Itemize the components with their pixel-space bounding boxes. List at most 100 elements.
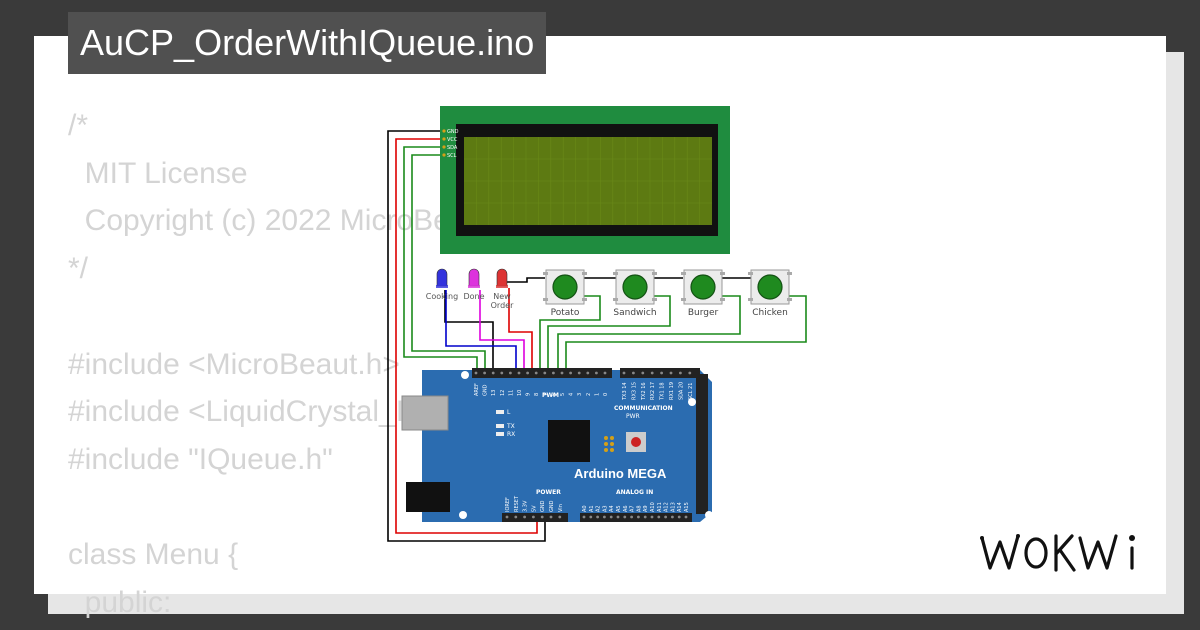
lcd-pin-label: SDA — [447, 145, 458, 151]
pin-label: IOREF — [505, 497, 511, 512]
led-label: Cooking — [426, 292, 458, 301]
led-label: New — [493, 292, 511, 301]
board-name: Arduino MEGA — [574, 466, 667, 481]
button-group: Potato Sandwich Burger Chicken — [543, 269, 792, 318]
pin-label: A12 — [664, 502, 670, 512]
pin-label: RX2 17 — [650, 382, 656, 400]
led-l-label: L — [507, 409, 511, 416]
pin-label: 13 — [491, 390, 497, 396]
button-label: Sandwich — [613, 308, 656, 318]
icsp-header — [604, 436, 614, 452]
wire-led-done — [479, 290, 525, 374]
lcd-pin-label: GND — [447, 129, 459, 135]
pin-label: 3 — [577, 393, 583, 396]
analog-label: ANALOG IN — [616, 489, 653, 496]
power-label: POWER — [536, 489, 561, 496]
lcd-pin-gnd — [442, 129, 446, 133]
pushbutton-sandwich[interactable]: Sandwich — [613, 269, 657, 318]
lcd-pin-sda — [442, 145, 446, 149]
wokwi-logo — [980, 534, 1135, 572]
pushbutton-chicken[interactable]: Chicken — [748, 269, 792, 318]
mcu-chip — [548, 420, 590, 462]
pin-label: 1 — [594, 393, 600, 396]
pin-label: A9 — [643, 505, 649, 512]
pushbutton-potato[interactable]: Potato — [543, 269, 587, 318]
pin-label: 7 — [543, 393, 549, 396]
pin-label: 6 — [551, 393, 557, 396]
pin-label: 11 — [508, 390, 514, 396]
pin-label: A0 — [582, 505, 588, 512]
power-header — [502, 513, 568, 522]
pin-label: 10 — [517, 390, 523, 396]
pin-label: A7 — [630, 505, 636, 512]
pin-label: SCL 21 — [688, 383, 694, 400]
button-label: Burger — [688, 308, 719, 318]
pwr-label: PWR — [626, 413, 640, 420]
lcd-pin-vcc — [442, 137, 446, 141]
led-cooking: Cooking — [426, 268, 458, 301]
pin-label: 2 — [586, 393, 592, 396]
tx-label: TX — [506, 423, 515, 430]
wire-lcd-sda — [403, 146, 478, 374]
pin-label: A6 — [623, 505, 629, 512]
pin-label: A10 — [650, 502, 656, 512]
pin-label: SDA 20 — [678, 382, 684, 400]
lcd-grid — [464, 137, 712, 225]
pin-label: 3.3V — [523, 500, 529, 512]
usb-port — [401, 395, 449, 431]
led-label-2: Order — [491, 301, 514, 310]
wire-btn-potato — [539, 295, 601, 374]
pin-label: A4 — [609, 505, 615, 512]
wires — [387, 130, 807, 542]
pin-label: A14 — [677, 502, 683, 512]
comm-header — [620, 368, 700, 378]
arduino-mega-board: Arduino MEGA PWM COMMUNICATION POWER ANA… — [401, 368, 713, 522]
button-label: Potato — [551, 308, 580, 318]
wire-button-gnd — [502, 277, 545, 283]
side-header — [696, 374, 708, 514]
pin-label: TX2 16 — [641, 382, 647, 401]
pwm-label: PWM — [542, 392, 559, 399]
led-done: Done — [463, 268, 485, 301]
rx-label: RX — [507, 431, 515, 438]
pin-label: TX1 18 — [660, 382, 666, 401]
wire-led-cooking — [445, 290, 517, 374]
pin-label: 12 — [500, 390, 506, 396]
pin-label: 5V — [531, 505, 537, 512]
lcd-pin-label: VCC — [447, 137, 458, 143]
pin-label: RX1 19 — [669, 382, 675, 400]
wire-btn-sandwich — [547, 295, 671, 374]
pin-label: RESET — [514, 495, 520, 512]
wire-btn-chicken — [565, 295, 807, 374]
pin-label: 9 — [526, 393, 532, 396]
power-jack — [406, 482, 450, 512]
pin-label: A8 — [636, 505, 642, 512]
pin-label: A2 — [596, 505, 602, 512]
wire-btn-burger — [557, 295, 741, 374]
pin-label: A15 — [684, 502, 690, 512]
wire-led-new — [508, 288, 533, 374]
pushbutton-burger[interactable]: Burger — [681, 269, 725, 318]
page-title: AuCP_OrderWithIQueue.ino — [68, 12, 547, 74]
pin-label: A1 — [589, 505, 595, 512]
wire-lcd-vcc — [395, 138, 538, 534]
pin-label: 5 — [560, 393, 566, 396]
wire-lcd-gnd — [387, 130, 546, 542]
led-label: Done — [463, 292, 484, 301]
pin-label: GND — [540, 500, 546, 512]
pin-label: A11 — [657, 502, 663, 512]
wire-gnd-leds — [444, 290, 494, 374]
pin-label: RX3 15 — [631, 382, 637, 400]
pin-label: GND — [549, 500, 555, 512]
pin-label: 8 — [534, 393, 540, 396]
pin-label: A3 — [602, 505, 608, 512]
pin-label: GND — [483, 384, 489, 396]
lcd-pin-scl — [442, 153, 446, 157]
comm-label: COMMUNICATION — [614, 405, 673, 412]
